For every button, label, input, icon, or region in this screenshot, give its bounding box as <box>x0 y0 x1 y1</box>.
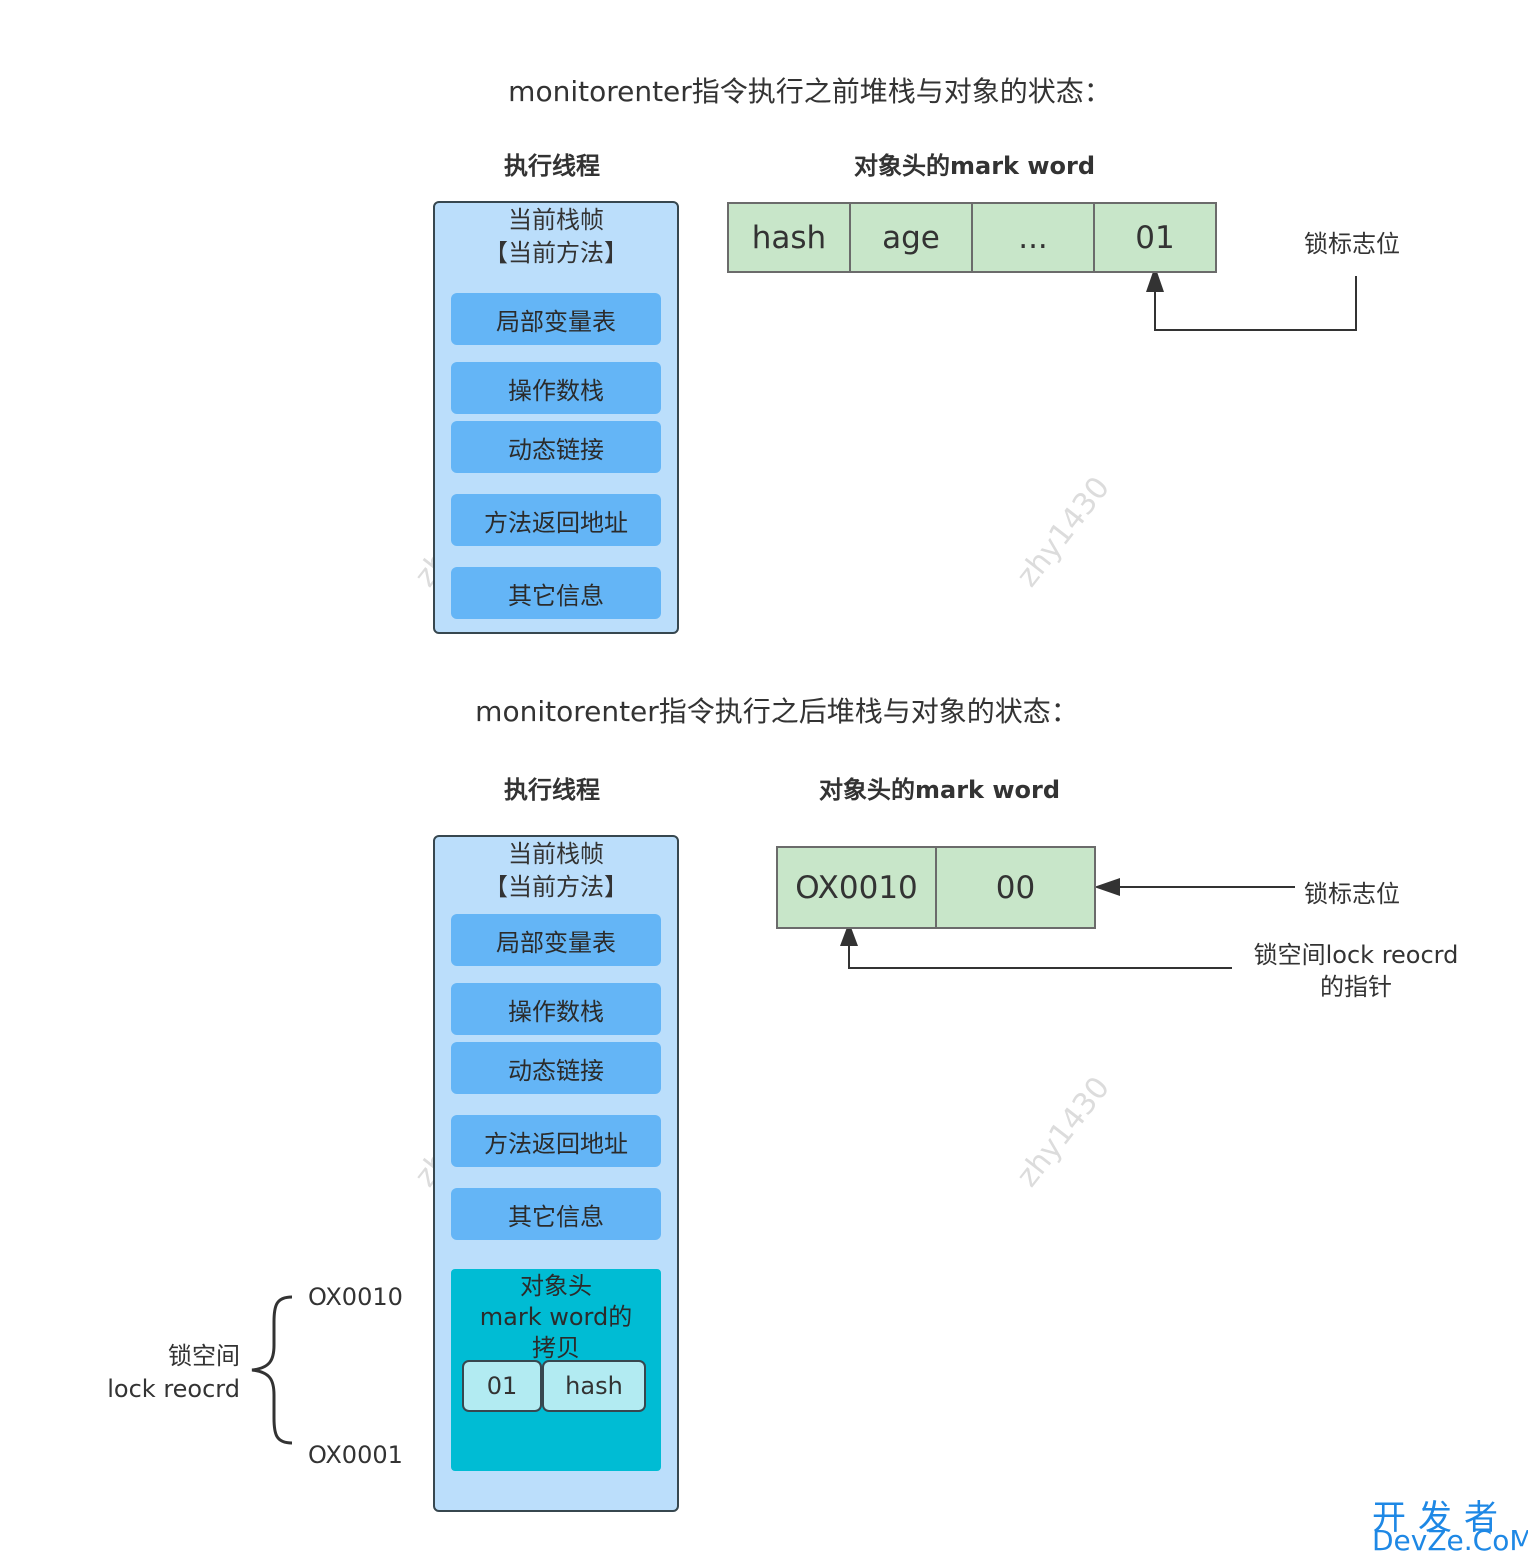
lock-flag-label-before: 锁标志位 <box>1304 230 1400 258</box>
lock-record-pointer-arrowhead <box>840 922 858 946</box>
frame-item-return-address: 方法返回地址 <box>451 494 661 546</box>
brace-label-line2: lock reocrd <box>107 1375 240 1403</box>
lock-record-pointer-arrow <box>848 946 1232 969</box>
pointer-label-line1: 锁空间lock reocrd <box>1253 941 1459 969</box>
frame-item-dynamic-linking: 动态链接 <box>451 421 661 473</box>
brace-label-line1: 锁空间 <box>168 1342 240 1370</box>
lock-record-title-line2: mark word的 <box>479 1303 633 1331</box>
markword-label-after: 对象头的mark word <box>819 776 1061 804</box>
frame-item-other-info: 其它信息 <box>451 1188 661 1240</box>
frame-item-dynamic-linking: 动态链接 <box>451 1042 661 1094</box>
frame-item-operand-stack: 操作数栈 <box>451 983 661 1035</box>
address-bottom: OX0001 <box>308 1441 403 1469</box>
frame-title-line1: 当前栈帧 <box>508 206 604 234</box>
frame-item-local-variables: 局部变量表 <box>451 914 661 966</box>
markword-cell-lock-flag: 01 <box>1093 202 1217 273</box>
frame-item-local-variables: 局部变量表 <box>451 293 661 345</box>
brand-logo-en: DevZe.CoM <box>1372 1524 1528 1557</box>
thread-label-after: 执行线程 <box>504 776 600 804</box>
frame-title: 当前栈帧 【当前方法】 <box>435 838 677 904</box>
lock-flag-arrowhead-before <box>1146 266 1164 292</box>
markword-cell-pointer: OX0010 <box>776 846 937 929</box>
lock-record-brace <box>251 1295 293 1445</box>
stack-frame-before: 当前栈帧 【当前方法】 局部变量表 操作数栈 动态链接 方法返回地址 其它信息 <box>433 201 679 634</box>
brace-label: 锁空间 lock reocrd <box>90 1340 240 1406</box>
frame-title: 当前栈帧 【当前方法】 <box>435 204 677 270</box>
frame-title-line2: 【当前方法】 <box>484 873 628 901</box>
lock-record: 对象头 mark word的 拷贝 01 hash <box>451 1269 661 1471</box>
pointer-label-line2: 的指针 <box>1320 973 1392 1001</box>
frame-item-other-info: 其它信息 <box>451 567 661 619</box>
frame-title-line1: 当前栈帧 <box>508 840 604 868</box>
brand-logo-cn: 开发者 <box>1372 1498 1510 1538</box>
section-title-after: monitorenter指令执行之后堆栈与对象的状态： <box>475 695 1079 728</box>
markword-cell-ellipsis: ... <box>971 202 1095 273</box>
address-top: OX0010 <box>308 1283 403 1311</box>
stack-frame-after: 当前栈帧 【当前方法】 局部变量表 操作数栈 动态链接 方法返回地址 其它信息 … <box>433 835 679 1512</box>
frame-item-operand-stack: 操作数栈 <box>451 362 661 414</box>
lock-record-cell-hash: hash <box>542 1360 646 1412</box>
lock-record-cell-flag: 01 <box>462 1360 542 1412</box>
lock-record-title-line3: 拷贝 <box>532 1334 580 1362</box>
markword-cell-age: age <box>849 202 973 273</box>
markword-cell-hash: hash <box>727 202 851 273</box>
markword-cell-lock-flag: 00 <box>935 846 1096 929</box>
thread-label-before: 执行线程 <box>504 152 600 180</box>
section-title-before: monitorenter指令执行之前堆栈与对象的状态： <box>508 75 1112 108</box>
frame-item-return-address: 方法返回地址 <box>451 1115 661 1167</box>
lock-record-title-line1: 对象头 <box>520 1272 592 1300</box>
markword-label-before: 对象头的mark word <box>854 152 1096 180</box>
lock-flag-arrow-before <box>1154 268 1357 331</box>
lock-flag-label-after: 锁标志位 <box>1304 880 1400 908</box>
lock-flag-arrowhead-after <box>1094 878 1120 896</box>
lock-record-title: 对象头 mark word的 拷贝 <box>451 1271 661 1364</box>
pointer-label: 锁空间lock reocrd 的指针 <box>1240 939 1472 1003</box>
frame-title-line2: 【当前方法】 <box>484 239 628 267</box>
